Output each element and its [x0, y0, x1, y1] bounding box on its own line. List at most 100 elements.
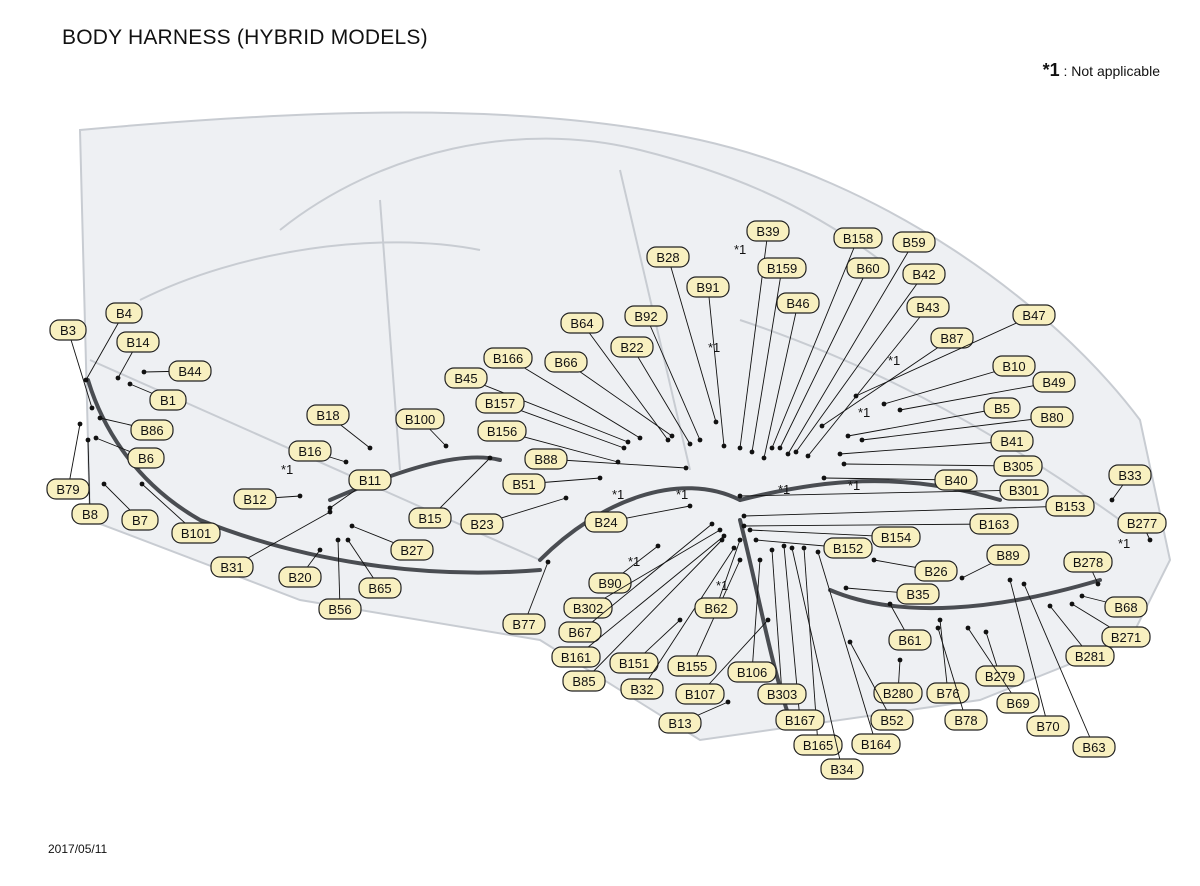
leader-line — [545, 458, 687, 469]
connector-b152: B152 — [753, 537, 873, 559]
label-text: B163 — [979, 517, 1009, 532]
label-box — [969, 513, 1019, 535]
label-text: B88 — [534, 452, 557, 467]
label-text: B56 — [328, 602, 351, 617]
connector-point — [677, 617, 683, 623]
connector-point — [487, 455, 493, 461]
connector-point — [719, 537, 725, 543]
label-text: B91 — [696, 280, 719, 295]
leader-line — [763, 302, 799, 459]
connector-point — [737, 537, 743, 543]
label-text: B80 — [1040, 410, 1063, 425]
connector-point — [1069, 601, 1075, 607]
label-box — [610, 336, 654, 358]
label-text: B13 — [668, 716, 691, 731]
label-text: B154 — [881, 530, 911, 545]
connector-b3: B3 — [49, 319, 95, 411]
label-box — [993, 455, 1043, 477]
leader-line — [575, 535, 725, 658]
connector-point — [881, 401, 887, 407]
connector-b18: B18 — [306, 404, 373, 451]
leader-line — [807, 306, 929, 457]
connector-b89: B89 — [959, 544, 1030, 581]
connector-b33: B33 — [1108, 464, 1152, 503]
connector-point — [761, 455, 767, 461]
label-text: B63 — [1082, 740, 1105, 755]
connector-point — [697, 437, 703, 443]
connector-point — [717, 527, 723, 533]
connector-b151: B151 — [609, 617, 683, 674]
connector-point — [801, 545, 807, 551]
not-applicable-marker: *1 — [778, 482, 790, 497]
leader-line — [699, 619, 769, 695]
label-text: B65 — [368, 581, 391, 596]
connector-b47: B47 — [853, 304, 1056, 399]
label-box — [675, 683, 725, 705]
label-text: B7 — [132, 513, 148, 528]
connector-point — [621, 445, 627, 451]
label-text: B61 — [898, 633, 921, 648]
not-applicable-marker: *1 — [716, 578, 728, 593]
connector-point — [737, 445, 743, 451]
label-text: B5 — [994, 401, 1010, 416]
connector-point — [845, 433, 851, 439]
leader-line — [839, 440, 1013, 455]
label-text: B41 — [1000, 434, 1023, 449]
label-text: B47 — [1022, 308, 1045, 323]
connector-point — [819, 423, 825, 429]
label-text: B302 — [573, 601, 603, 616]
connector-b59: B59 — [785, 231, 936, 457]
label-text: B28 — [656, 250, 679, 265]
label-box — [584, 511, 628, 533]
connector-b34: B34 — [789, 545, 864, 780]
connector-point — [97, 415, 103, 421]
leader-line — [507, 357, 641, 439]
connector-point — [837, 451, 843, 457]
connector-point — [327, 505, 333, 511]
connector-point — [85, 437, 91, 443]
label-box — [990, 430, 1034, 452]
label-text: B64 — [570, 316, 593, 331]
label-text: B165 — [803, 738, 833, 753]
connector-point — [89, 405, 95, 411]
connector-point — [789, 545, 795, 551]
connector-point — [753, 537, 759, 543]
label-box — [130, 419, 174, 441]
label-box — [996, 692, 1040, 714]
connector-b157: B157 — [475, 392, 627, 451]
label-text: B66 — [554, 355, 577, 370]
label-text: B151 — [619, 656, 649, 671]
leader-line — [67, 423, 81, 490]
label-box — [934, 469, 978, 491]
connector-b15: B15 — [408, 455, 493, 529]
label-text: B164 — [861, 737, 891, 752]
connector-point — [741, 523, 747, 529]
label-box — [408, 507, 452, 529]
leader-line — [337, 539, 341, 610]
leader-line — [581, 322, 669, 441]
connector-b26: B26 — [871, 557, 958, 582]
connector-point — [741, 513, 747, 519]
connector-b1: B1 — [127, 381, 187, 411]
connector-point — [965, 625, 971, 631]
connector-point — [721, 443, 727, 449]
leader-line — [565, 361, 673, 437]
label-box — [833, 227, 883, 249]
connector-b31: B31 — [210, 509, 333, 578]
connector-b90: B90 — [588, 543, 661, 594]
connector-b64: B64 — [560, 312, 671, 443]
label-text: B167 — [785, 713, 815, 728]
label-box — [851, 733, 901, 755]
connector-b52: B52 — [847, 639, 914, 731]
connector-b51: B51 — [502, 473, 603, 495]
leader-line — [583, 539, 723, 682]
not-applicable-marker: *1 — [628, 554, 640, 569]
label-text: B85 — [572, 674, 595, 689]
label-box — [727, 661, 777, 683]
leader-line — [667, 256, 717, 423]
label-text: B31 — [220, 560, 243, 575]
connector-b56: B56 — [318, 537, 362, 620]
connector-point — [769, 547, 775, 553]
leader-line — [1023, 583, 1095, 748]
label-box — [127, 447, 165, 469]
